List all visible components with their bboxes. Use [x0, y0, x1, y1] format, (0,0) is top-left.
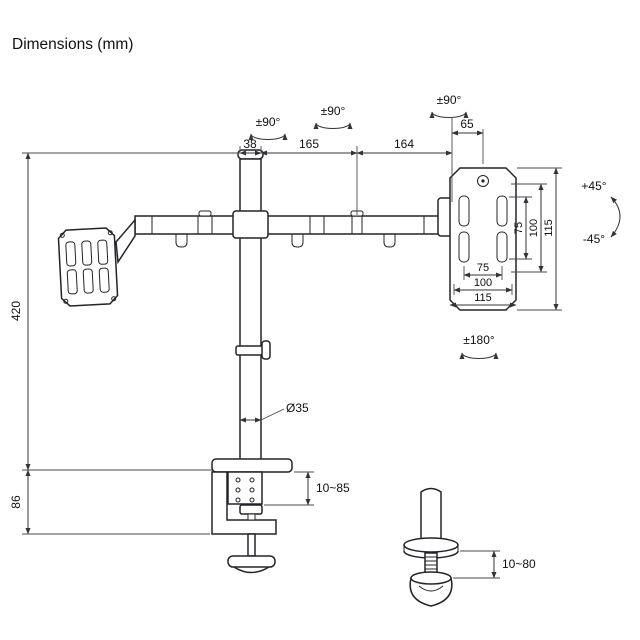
cable-clip	[175, 234, 188, 248]
dim-label-65: 65	[460, 117, 474, 131]
grommet-mount	[403, 487, 459, 607]
swivel-arrow-icon	[459, 352, 499, 360]
pole-ring	[235, 345, 266, 356]
dim-label-38: 38	[243, 137, 257, 151]
dim-label-86: 86	[9, 495, 23, 509]
arm-hinge-cap	[198, 210, 212, 217]
dim-label-75-v: 75	[513, 222, 525, 234]
rotation-label-end: ±90°	[437, 93, 462, 107]
grommet-range-dimension: 10~80	[453, 550, 536, 579]
left-vesa-plate	[57, 227, 119, 307]
swivel-label: ±180°	[463, 333, 495, 347]
clamp-face	[227, 471, 263, 505]
page-title: Dimensions (mm)	[12, 36, 134, 53]
pole	[232, 149, 271, 462]
cable-clip	[383, 234, 396, 248]
pole-cap	[237, 149, 264, 160]
dim-label-grommet-range: 10~80	[502, 557, 536, 571]
clamp-range-dimension: 10~85	[264, 471, 350, 506]
grommet-pole-stub	[420, 487, 442, 541]
rotation-label-pole: ±90°	[256, 115, 281, 129]
tilt-down-label: -45°	[583, 232, 605, 246]
dim-label-420: 420	[9, 301, 23, 321]
dim-label-115-v: 115	[543, 219, 555, 237]
tilt-symbols: +45° -45°	[581, 179, 621, 246]
rotation-arrow-icon	[248, 133, 288, 141]
pole-diameter-dimension: Ø35	[239, 401, 309, 423]
vesa-vertical-dimensions: 75 100 115	[509, 167, 562, 311]
pole-tube	[239, 158, 262, 462]
clamp-handle	[227, 555, 276, 568]
vesa-horizontal-dimensions: 75 100 115	[449, 262, 517, 308]
cable-clip	[291, 234, 304, 248]
swivel-symbol: ±180°	[459, 333, 499, 360]
dim-label-100-v: 100	[528, 219, 540, 237]
dim-label-165: 165	[299, 137, 319, 151]
dim-label-100-h: 100	[474, 277, 492, 289]
grommet-wing-nut	[409, 577, 453, 607]
rotation-arrow-icon	[429, 111, 469, 119]
clamp-pad	[239, 504, 263, 515]
arm-pole-collar	[232, 210, 269, 239]
pole-clip	[261, 340, 271, 360]
clamp-screw	[247, 533, 256, 557]
dim-label-115-h: 115	[474, 292, 492, 304]
clamp-top-plate	[211, 458, 293, 473]
dim-label-75-h: 75	[477, 262, 489, 274]
dim-label-clamp-range: 10~85	[316, 481, 350, 495]
grommet-washer	[403, 537, 459, 553]
rotation-symbols: ±90° ±90° ±90°	[248, 93, 469, 141]
rotation-arrow-icon	[313, 122, 353, 130]
left-vesa-bracket	[115, 217, 136, 265]
clamp-bracket	[211, 471, 277, 535]
monitor-arm	[134, 210, 453, 248]
rotation-label-mid: ±90°	[321, 104, 346, 118]
left-dimensions: 420 86	[9, 152, 212, 535]
desk-clamp	[211, 458, 293, 574]
dim-label-164: 164	[394, 137, 414, 151]
top-dimensions: 38 165 164 65	[22, 117, 484, 215]
tilt-arrow-icon	[610, 196, 621, 238]
tilt-up-label: +45°	[581, 179, 606, 193]
dim-label-diameter: Ø35	[286, 401, 309, 415]
